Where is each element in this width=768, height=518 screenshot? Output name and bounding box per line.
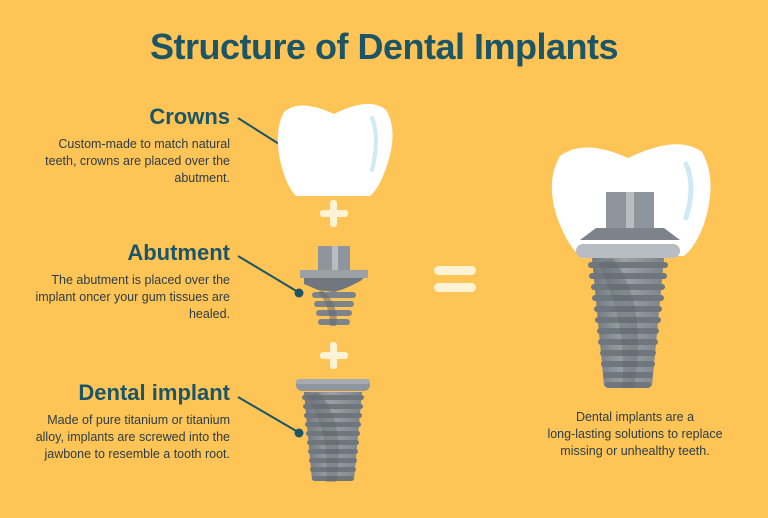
assembled-implant-illustration: [551, 144, 711, 388]
implant-desc-line: alloy, implants are screwed into the: [35, 430, 230, 444]
abutment-section: Abutment The abutment is placed over the…: [20, 240, 230, 323]
caption-line: long-lasting solutions to replace: [547, 427, 723, 441]
abutment-illustration: [300, 246, 368, 326]
implant-description: Made of pure titanium or titanium alloy,…: [20, 412, 230, 463]
abutment-description: The abutment is placed over the implant …: [20, 272, 230, 323]
plus-icon: [320, 200, 348, 227]
caption-line: missing or unhealthy teeth.: [560, 444, 710, 458]
crowns-desc-line: Custom-made to match natural: [58, 137, 230, 151]
crowns-desc-line: teeth, crowns are placed over the: [45, 154, 230, 168]
implant-desc-line: Made of pure titanium or titanium: [47, 413, 230, 427]
abutment-desc-line: The abutment is placed over the: [51, 273, 230, 287]
crown-illustration: [277, 103, 393, 196]
crowns-section: Crowns Custom-made to match natural teet…: [20, 104, 230, 187]
page-title: Structure of Dental Implants: [149, 26, 619, 67]
crowns-desc-line: abutment.: [174, 171, 230, 185]
plus-icon: [320, 342, 348, 369]
implant-section: Dental implant Made of pure titanium or …: [20, 380, 230, 463]
equals-icon: [434, 266, 476, 292]
crowns-description: Custom-made to match natural teeth, crow…: [20, 136, 230, 187]
implant-heading: Dental implant: [78, 380, 230, 405]
assembled-caption: Dental implants are a long-lasting solut…: [520, 409, 750, 460]
abutment-heading: Abutment: [127, 240, 230, 265]
abutment-desc-line: implant oncer your gum tissues are: [35, 290, 230, 304]
implant-pointer: [237, 396, 304, 438]
implant-illustration: [296, 379, 370, 482]
caption-line: Dental implants are a: [575, 410, 695, 424]
abutment-desc-line: healed.: [188, 307, 230, 321]
implant-desc-line: jawbone to resemble a tooth root.: [44, 447, 230, 461]
abutment-pointer: [237, 255, 304, 298]
crowns-heading: Crowns: [149, 104, 230, 129]
